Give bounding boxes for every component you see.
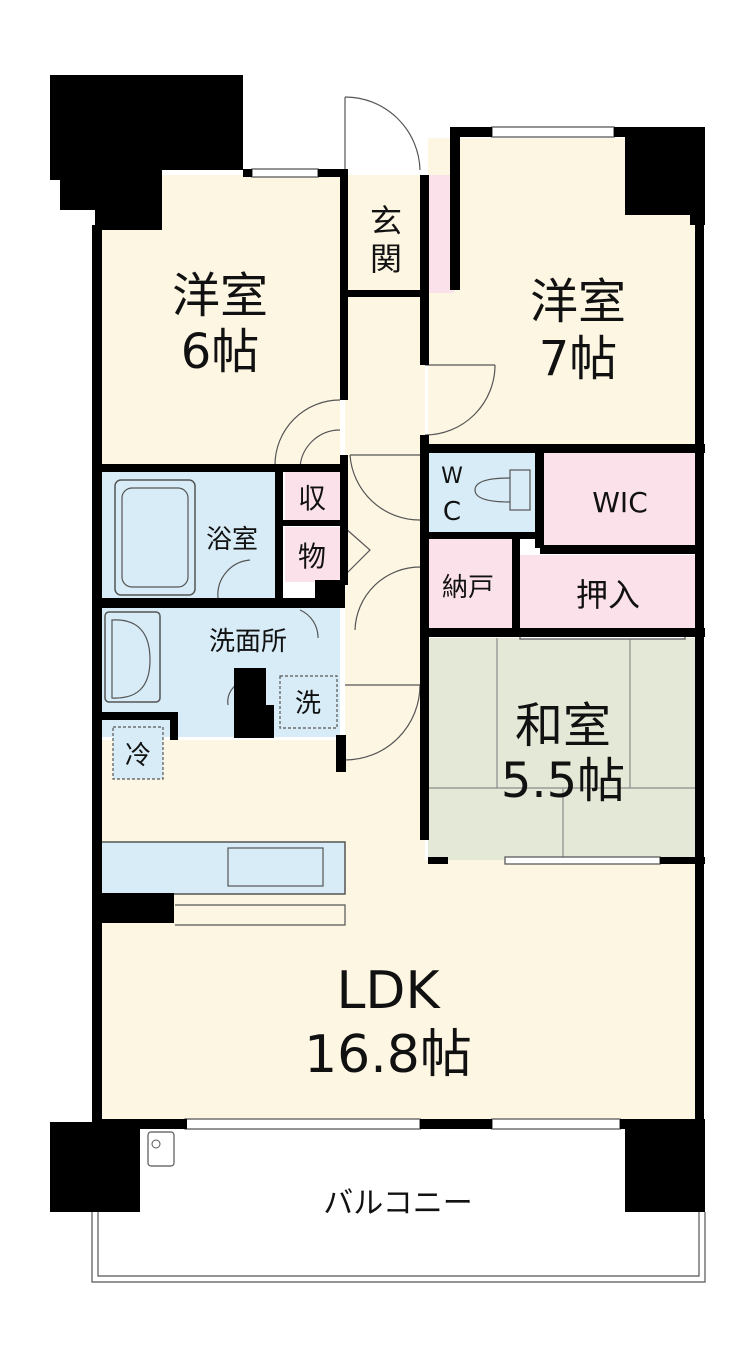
kitchen-counter (99, 841, 346, 895)
japanese-size: 5.5帖 (501, 753, 625, 809)
oshiire-name: 押入 (576, 576, 640, 614)
washroom-name: 洗面所 (209, 627, 287, 657)
japanese-name: 和室 (515, 698, 611, 754)
kitchen-sink (227, 847, 324, 887)
floor-oshiire (518, 555, 698, 633)
floor-storage-top (285, 472, 340, 522)
washbasin (104, 611, 161, 703)
storage-char-1: 収 (298, 482, 326, 515)
nando-name: 納戸 (442, 573, 494, 603)
floor-wic (543, 452, 698, 547)
fixtures (99, 469, 531, 1167)
balcony-name: バルコニー (323, 1186, 472, 1221)
western7-size: 7帖 (539, 331, 618, 387)
entrance-char-1: 玄 (370, 202, 402, 240)
fridge-label: 冷 (125, 741, 151, 771)
labels: 洋室 6帖 洋室 7帖 玄 関 浴室 収 物 W C WIC 納戸 押入 洗面所… (125, 202, 648, 1221)
western7-name: 洋室 (530, 274, 626, 330)
tatami-lines (428, 638, 698, 860)
storage-char-2: 物 (298, 540, 326, 573)
walls (50, 75, 705, 1212)
bath-name: 浴室 (206, 525, 258, 555)
western6-name: 洋室 (172, 268, 268, 324)
door-swings (217, 96, 496, 761)
floor-nando (428, 537, 514, 633)
floor-ldk (100, 860, 698, 1122)
bathtub (114, 479, 196, 596)
entrance-char-2: 関 (370, 240, 402, 278)
floor-entrance (345, 175, 424, 293)
fridge-space (112, 726, 164, 780)
wic-name: WIC (592, 486, 648, 519)
ldk-size: 16.8帖 (304, 1025, 472, 1085)
ldk-name: LDK (336, 961, 441, 1021)
wc-char-1: W (441, 464, 463, 489)
balcony-tap (147, 1131, 175, 1167)
washer-label: 洗 (295, 689, 321, 719)
wc-char-2: C (443, 497, 461, 527)
toilet (474, 469, 531, 511)
balcony-outline (91, 1212, 706, 1283)
western6-size: 6帖 (181, 324, 260, 380)
washer-space (279, 675, 338, 729)
floor-storage-bottom (285, 527, 340, 582)
